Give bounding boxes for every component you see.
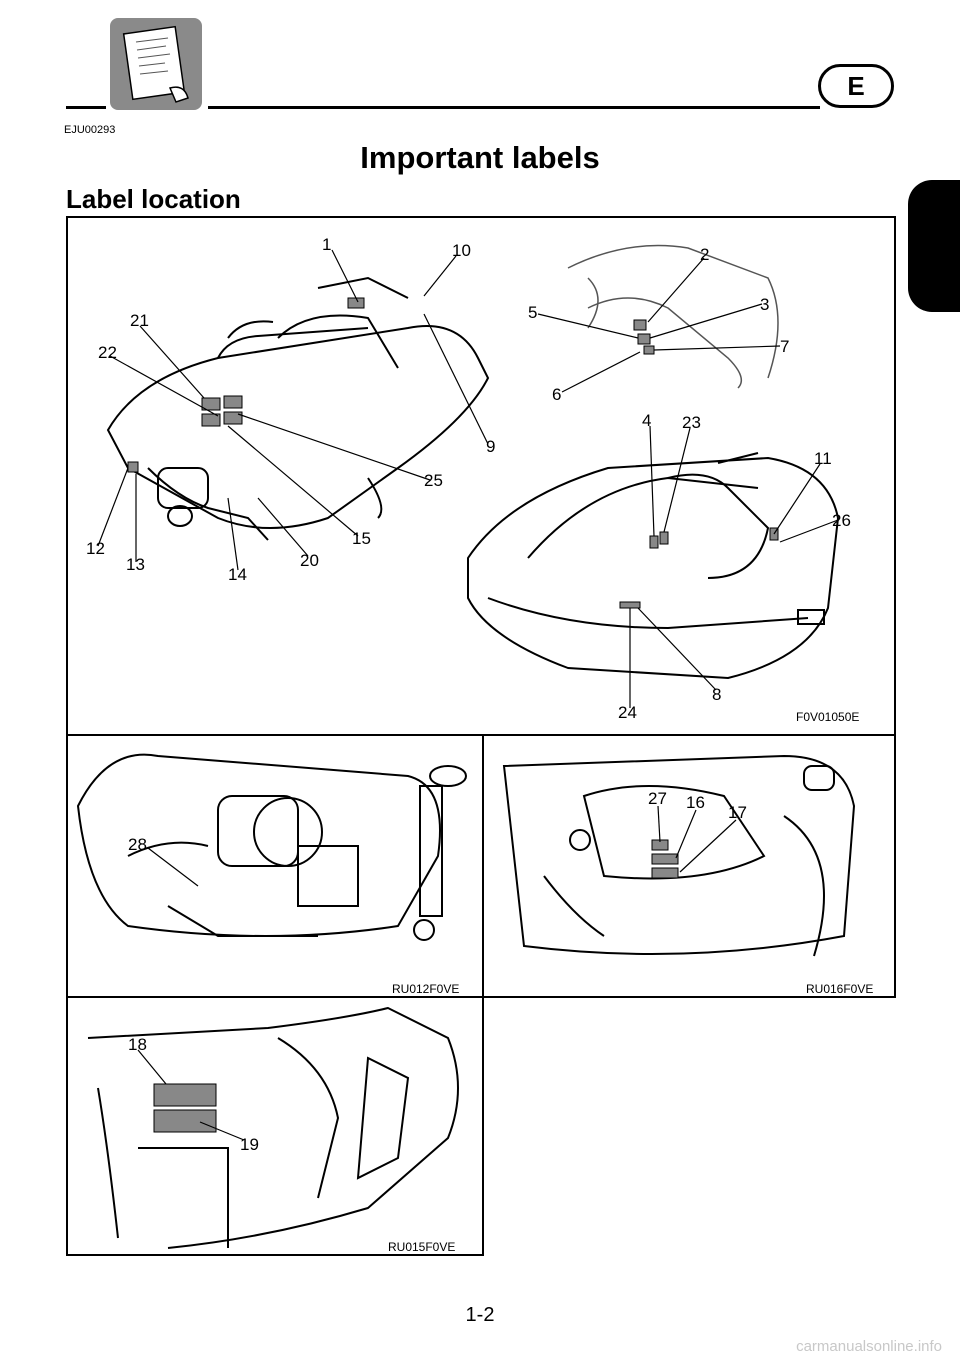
figure-code: RU015F0VE xyxy=(388,1240,456,1254)
callout-label: 20 xyxy=(300,551,319,570)
callout-label: 3 xyxy=(760,295,769,314)
header-rule-right xyxy=(208,106,820,109)
callout-label: 21 xyxy=(130,311,149,330)
figure-engine-left: 28 RU012F0VE xyxy=(66,734,484,998)
callout-label: 9 xyxy=(486,437,495,456)
callout-label: 12 xyxy=(86,539,105,558)
callout-label: 28 xyxy=(128,835,147,854)
section-title: Label location xyxy=(66,184,241,214)
figure-rear-compartment: 18 19 RU015F0VE xyxy=(66,996,484,1256)
language-badge: E xyxy=(818,64,894,108)
page-title: Important labels xyxy=(360,140,600,175)
callout-label: 7 xyxy=(780,337,789,356)
figure-engine-right: 27 16 17 RU016F0VE xyxy=(482,734,896,998)
callout-label: 18 xyxy=(128,1035,147,1054)
chapter-tab xyxy=(908,180,960,312)
figure-code: RU016F0VE xyxy=(806,982,874,996)
callout-label: 2 xyxy=(700,245,709,264)
callout-label: 27 xyxy=(648,789,667,808)
callout-layer-main: 1 10 21 22 9 25 15 12 13 14 20 2 3 5 7 6… xyxy=(86,235,851,722)
callout-label: 22 xyxy=(98,343,117,362)
callout-label: 19 xyxy=(240,1135,259,1154)
header-rule-left xyxy=(66,106,106,109)
callout-label: 10 xyxy=(452,241,471,260)
engine-illustration-right: 27 16 17 xyxy=(502,754,856,957)
watercraft-illustration xyxy=(97,244,840,708)
callout-label: 15 xyxy=(352,529,371,548)
callout-label: 25 xyxy=(424,471,443,490)
callout-label: 6 xyxy=(552,385,561,404)
document-code: EJU00293 xyxy=(64,124,116,136)
callout-label: 16 xyxy=(686,793,705,812)
page-number: 1-2 xyxy=(465,1304,495,1326)
watermark: carmanualsonline.info xyxy=(796,1338,942,1355)
callout-label: 23 xyxy=(682,413,701,432)
figure-code: F0V01050E xyxy=(796,710,860,724)
book-icon-graphic xyxy=(122,25,189,103)
callout-label: 8 xyxy=(712,685,721,704)
engine-illustration-left: 28 xyxy=(76,753,467,941)
callout-label: 14 xyxy=(228,565,247,584)
callout-label: 13 xyxy=(126,555,145,574)
callout-label: 26 xyxy=(832,511,851,530)
callout-label: 5 xyxy=(528,303,537,322)
manual-book-icon xyxy=(110,18,202,110)
callout-label: 24 xyxy=(618,703,637,722)
figure-code: RU012F0VE xyxy=(392,982,460,996)
callout-label: 1 xyxy=(322,235,331,254)
rear-compartment-illustration: 18 19 xyxy=(87,1006,459,1249)
figure-label-location: 1 10 21 22 9 25 15 12 13 14 20 2 3 5 7 6… xyxy=(66,216,896,736)
callout-label: 17 xyxy=(728,803,747,822)
callout-label: 11 xyxy=(814,449,832,468)
callout-label: 4 xyxy=(642,411,651,430)
